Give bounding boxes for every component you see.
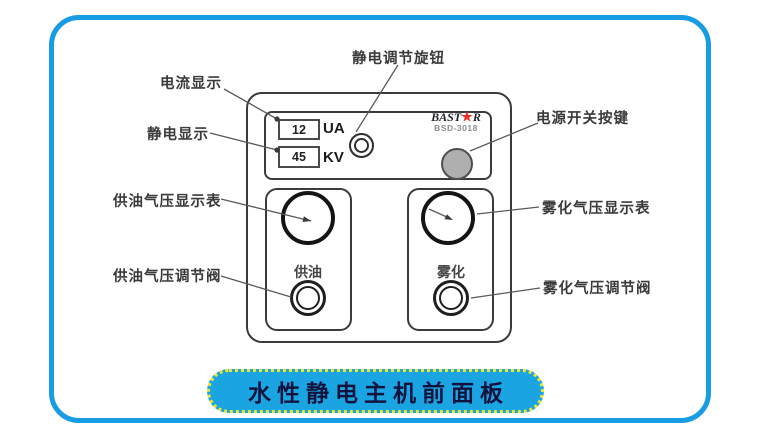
oil-knob-caption: 供油 [294, 266, 322, 281]
voltage-value: 45 [292, 150, 306, 164]
current-display-box: 12 [278, 119, 320, 140]
static-adjust-knob-center [354, 138, 369, 153]
title-banner: 水性静电主机前面板 [207, 369, 544, 413]
callout-power-button: 电源开关按键 [536, 111, 629, 127]
callout-oil-gauge: 供油气压显示表 [113, 194, 222, 210]
oil-pressure-valve-knob [290, 280, 326, 316]
static-adjust-knob [349, 133, 374, 158]
atomize-knob-caption: 雾化 [437, 266, 465, 281]
callout-atomize-gauge: 雾化气压显示表 [542, 201, 651, 217]
brand-logo: BAST★R BSD-3018 [420, 109, 492, 134]
atomize-pressure-valve-knob-center [439, 286, 463, 310]
voltage-unit-label: KV [323, 149, 344, 166]
atomize-pressure-valve-knob [433, 280, 469, 316]
voltage-display-box: 45 [278, 146, 320, 168]
model-number: BSD-3018 [434, 123, 478, 134]
callout-current-display: 电流显示 [160, 76, 222, 92]
current-value: 12 [292, 122, 306, 137]
callout-oil-valve: 供油气压调节阀 [113, 269, 222, 285]
oil-pressure-gauge [281, 191, 335, 245]
atomize-pressure-gauge [421, 191, 475, 245]
callout-atomize-valve: 雾化气压调节阀 [543, 281, 652, 297]
callout-static-knob: 静电调节旋钮 [352, 51, 445, 67]
power-button [441, 148, 473, 180]
oil-pressure-valve-knob-center [296, 286, 320, 310]
current-unit-label: UA [323, 120, 345, 137]
brand-name: BAST★R [431, 109, 481, 124]
callout-static-display: 静电显示 [147, 127, 209, 143]
star-icon: ★ [461, 109, 473, 124]
